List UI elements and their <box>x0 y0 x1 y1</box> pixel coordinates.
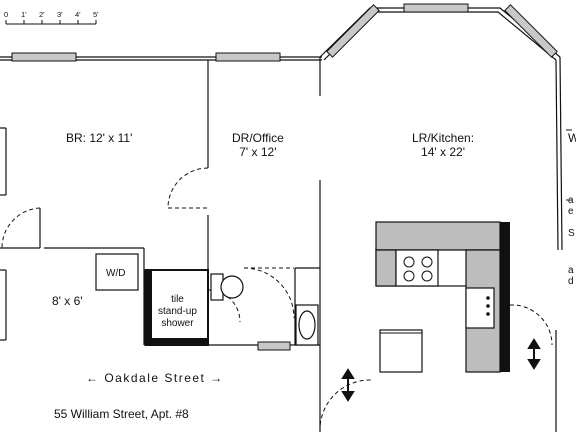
room-name-lr: LR/Kitchen: <box>412 131 475 145</box>
kitchen-upper-counter <box>375 221 501 251</box>
window-br <box>11 52 77 62</box>
edge-note: e <box>568 206 574 217</box>
wd-label: W/D <box>106 268 126 279</box>
kitchen-back-wall <box>500 222 510 372</box>
room-label-dr: DR/Office 7' x 12' <box>232 131 284 159</box>
stove-burner <box>421 256 433 268</box>
scale-tick-label: 2' <box>39 10 45 19</box>
window-bath <box>257 341 291 351</box>
edge-note: d <box>568 276 574 287</box>
bay-window-center <box>403 3 469 13</box>
address-label: 55 William Street, Apt. #8 <box>54 407 189 421</box>
kitchen-sink <box>465 287 495 329</box>
sink-knob <box>486 312 490 316</box>
door-swings <box>1 167 553 432</box>
right-edge-marks <box>566 129 572 201</box>
sink-knob <box>486 296 490 300</box>
scale-tick-label: 5' <box>93 10 99 19</box>
edge-note: a <box>568 265 574 276</box>
stove-burner <box>421 270 433 282</box>
room-label-br: BR: 12' x 11' <box>66 131 133 145</box>
room-label-partial: W <box>568 131 576 145</box>
shower-wall-thick <box>144 270 152 345</box>
scale-bar <box>5 20 97 25</box>
stove-burner <box>403 256 415 268</box>
kitchen-counter-left <box>375 249 397 287</box>
stove-burner <box>403 270 415 282</box>
scale-tick-label: 1' <box>21 10 27 19</box>
street-label: ← Oakdale Street → <box>86 371 224 385</box>
scale-tick-label: 4' <box>75 10 81 19</box>
left-edge <box>0 194 6 341</box>
right-wall <box>555 56 563 432</box>
room-name-dr: DR/Office <box>232 131 284 145</box>
sink-knob <box>486 304 490 308</box>
room-label-lr: LR/Kitchen: 14' x 22' <box>412 131 474 159</box>
room-label-laundry: 8' x 6' <box>52 294 83 308</box>
shower-label: tile stand-up shower <box>158 294 197 330</box>
sliding-door-arrow <box>341 368 355 402</box>
shower-line-2: stand-up <box>158 306 197 317</box>
washer-dryer <box>95 253 139 291</box>
scale-tick-label: 3' <box>57 10 63 19</box>
edge-note: a <box>568 195 574 206</box>
room-size-lr: 14' x 22' <box>421 145 465 159</box>
stove <box>395 249 439 287</box>
room-size-dr: 7' x 12' <box>239 145 277 159</box>
edge-note: S <box>568 228 575 239</box>
shower-line-1: tile <box>171 294 184 305</box>
bay-window-right <box>504 4 558 58</box>
sliding-door-arrow <box>527 338 541 370</box>
fridge <box>379 329 423 373</box>
shower-wall-bottom <box>144 338 208 345</box>
bath-sink-basin <box>298 310 316 340</box>
shower-line-3: shower <box>161 318 194 329</box>
toilet-bowl <box>220 275 244 299</box>
window-dr <box>215 52 281 62</box>
bay-window-left <box>326 4 380 58</box>
scale-tick-label: 0 <box>4 10 9 19</box>
